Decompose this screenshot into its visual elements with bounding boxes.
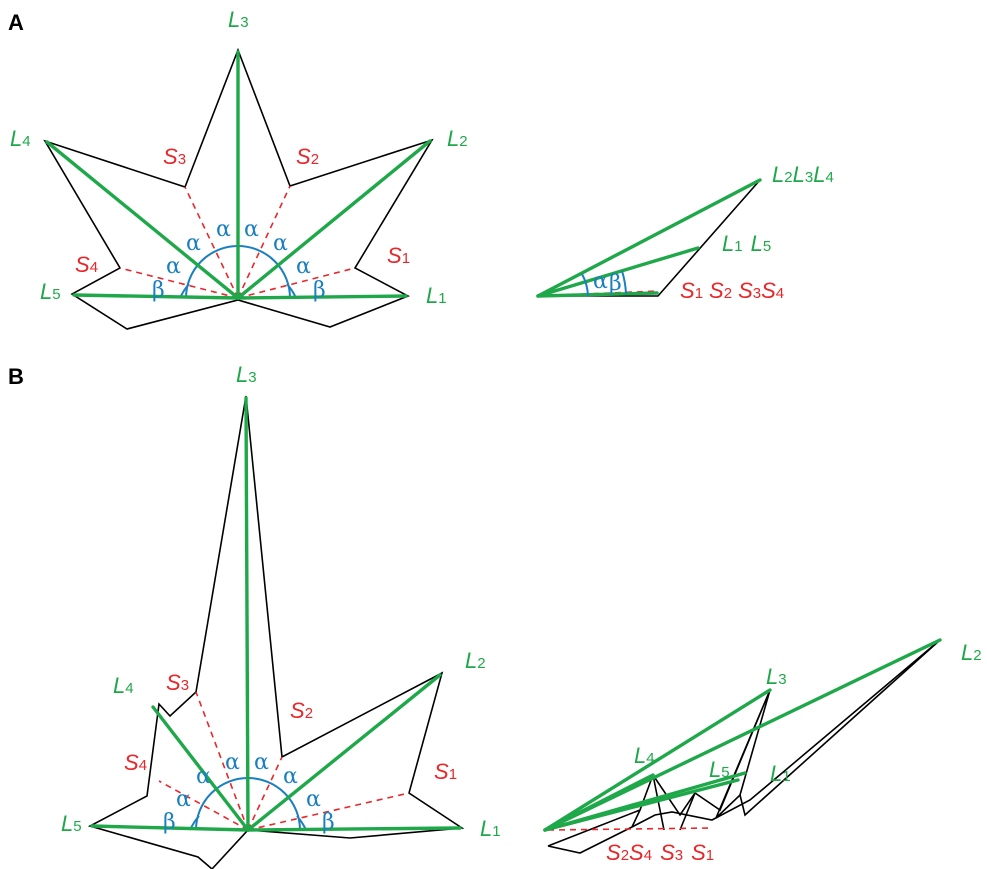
sinus-ray-s1 (237, 267, 356, 299)
folded-rib-middle (536, 246, 700, 298)
sinus-label-s2: S2 (290, 698, 313, 723)
panel-b-label: B (8, 364, 24, 389)
panel-a-sinus-rays (119, 185, 356, 299)
rib-l2 (236, 139, 432, 300)
sinus-label-s4: S4 (124, 750, 147, 775)
angle-beta: β (313, 278, 326, 303)
angle-alpha: α (216, 217, 231, 242)
lobe-label-l2: L2 (465, 648, 486, 673)
sinus-label-s1: S1 (387, 243, 410, 268)
panel-a-sinus-labels: S3 S2 S4 S1 (75, 144, 410, 277)
panel-a-leaf-outline (43, 47, 434, 330)
angle-beta: β (163, 810, 176, 835)
folded-label-l2: L2 (961, 640, 982, 665)
sinus-label-s4: S4 (75, 252, 98, 277)
rib-l2 (246, 673, 442, 832)
folded-angle-alpha: α (593, 269, 608, 294)
folded-rib-upper (536, 178, 762, 298)
sinus-ray-s2 (237, 185, 291, 299)
sinus-label-s1: S1 (434, 759, 457, 784)
panel-a-angle-labels: α α α α α α β β (152, 217, 326, 303)
folded-angle-beta: β (609, 271, 622, 296)
lobe-label-l2: L2 (447, 126, 468, 151)
folded-lobe-labels: L2 L3 L4 L5 L1 (634, 640, 982, 786)
angle-alpha: α (244, 217, 259, 242)
folded-rib-l1 (543, 771, 747, 832)
sinus-ray-s4 (158, 780, 249, 831)
angle-alpha: α (166, 254, 181, 279)
panel-b-leaf-ribs (90, 396, 462, 832)
lobe-label-l1: L1 (426, 283, 447, 308)
folded-label-l1: L1 (770, 761, 791, 786)
lobe-label-l3: L3 (228, 7, 249, 32)
rib-l4 (151, 705, 250, 832)
sinus-ray-s3 (184, 186, 239, 299)
panel-a-leaf-ribs (45, 50, 432, 300)
folded-arc-beta (621, 270, 627, 295)
panel-a-label: A (8, 10, 24, 35)
folded-rib-lower (536, 291, 659, 298)
lobe-label-l3: L3 (236, 362, 257, 387)
panel-b-sinus-rays (158, 691, 410, 831)
folded-label-l3: L3 (766, 664, 787, 689)
lobe-label-l1: L1 (480, 816, 501, 841)
lobe-label-l5: L5 (61, 811, 82, 836)
angle-alpha: α (176, 787, 191, 812)
panel-b-angle-labels: α α α α α α β β (163, 750, 335, 835)
folded-label-l4: L4 (634, 743, 655, 768)
sinus-ray-s4 (119, 267, 239, 299)
lobe-label-l4: L4 (113, 673, 134, 698)
folded-outline (547, 639, 941, 854)
lobe-label-l5: L5 (40, 279, 61, 304)
folded-arc-alpha (581, 273, 589, 297)
folded-label-l2l3l4: L2L3L4 (772, 162, 834, 187)
angle-alpha: α (196, 764, 211, 789)
sinus-ray-s3 (195, 691, 249, 831)
folded-rib-l4 (543, 773, 655, 832)
sinus-label-s2: S2 (296, 144, 319, 169)
sinus-label-s3: S3 (166, 670, 189, 695)
sinus-ray-s2 (247, 756, 283, 831)
rib-l5 (72, 293, 240, 300)
angle-alpha: α (273, 231, 288, 256)
angle-alpha: α (296, 254, 311, 279)
rib-l4 (45, 140, 240, 300)
panel-b-leaf-outline (87, 395, 465, 869)
angle-beta: β (152, 278, 165, 303)
panel-a-lobe-labels: L3 L4 L2 L5 L1 (10, 7, 468, 308)
angle-alpha: α (283, 764, 298, 789)
rib-l1 (236, 294, 408, 300)
rib-l3 (244, 396, 250, 832)
lobe-label-l4: L4 (10, 126, 31, 151)
angle-alpha: α (186, 231, 201, 256)
angle-beta: β (322, 810, 335, 835)
panel-b-lobe-labels: L3 L2 L4 L5 L1 (61, 362, 501, 841)
rib-l1 (246, 826, 462, 832)
angle-alpha: α (306, 787, 321, 812)
sinus-ray-s1 (247, 792, 410, 831)
sinus-label-s3: S3 (163, 144, 186, 169)
folded-label-l5: L5 (709, 757, 730, 782)
panel-b-sinus-labels: S3 S2 S4 S1 (124, 670, 457, 784)
rib-l5 (90, 824, 250, 832)
folded-rib-l3 (543, 688, 772, 832)
angle-alpha: α (225, 750, 240, 775)
angle-alpha: α (254, 750, 269, 775)
folded-sinus-ray (547, 827, 713, 831)
folded-ribs (543, 638, 942, 832)
